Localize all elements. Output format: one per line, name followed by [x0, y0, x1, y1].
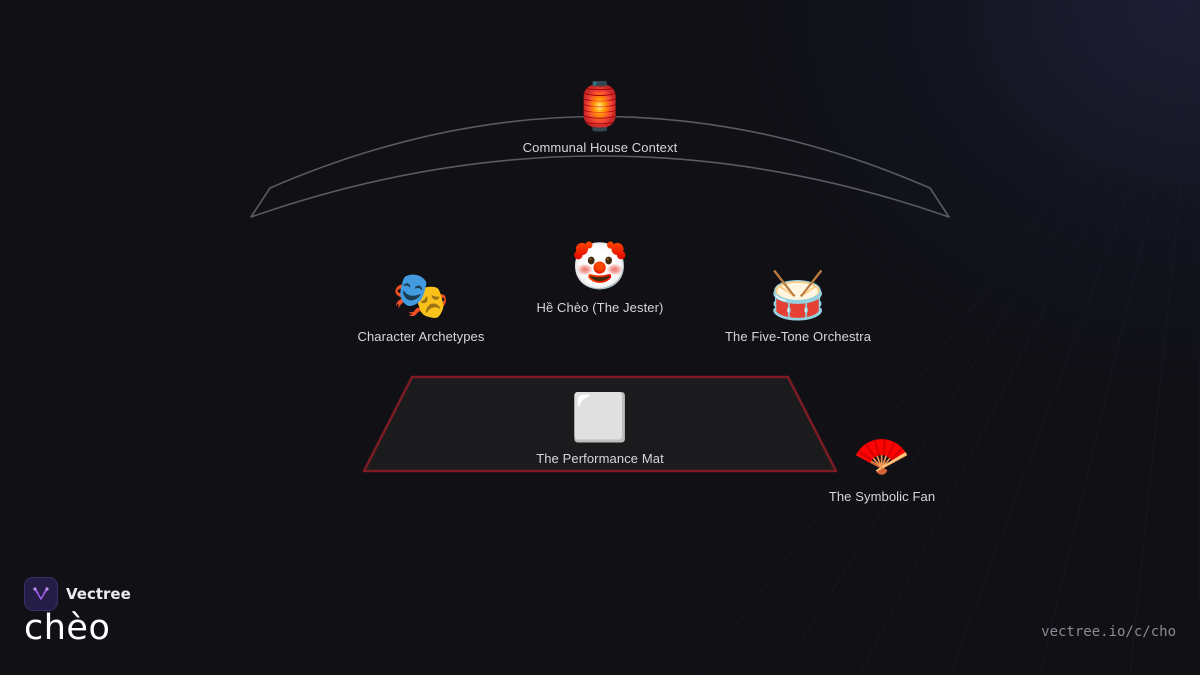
communal-house-roof [250, 115, 950, 218]
brand[interactable]: Vectree [24, 577, 131, 611]
node-symbolic-fan[interactable]: 🪭 The Symbolic Fan [772, 427, 992, 504]
node-label: The Performance Mat [536, 451, 664, 466]
node-jester[interactable]: 🤡 Hề Chèo (The Jester) [490, 238, 710, 315]
node-label: Communal House Context [522, 140, 678, 155]
node-communal-house[interactable]: 🏮 Communal House Context [490, 78, 710, 155]
source-url[interactable]: vectree.io/c/cho [1041, 624, 1176, 640]
node-performance-mat[interactable]: ⬜ The Performance Mat [490, 389, 710, 466]
node-label: The Symbolic Fan [828, 489, 936, 504]
vectree-logo-icon [24, 577, 58, 611]
node-five-tone-orchestra[interactable]: 🥁 The Five-Tone Orchestra [688, 267, 908, 344]
folding-fan-icon: 🪭 [853, 429, 911, 481]
theater-masks-icon: 🎭 [392, 269, 450, 321]
clown-icon: 🤡 [571, 240, 629, 292]
performance-mat-shape [362, 375, 838, 473]
white-square-icon: ⬜ [571, 391, 629, 443]
node-label: Character Archetypes [357, 329, 485, 344]
node-character-archetypes[interactable]: 🎭 Character Archetypes [311, 267, 531, 344]
page-title: chèo [24, 608, 111, 648]
node-label: The Five-Tone Orchestra [724, 329, 872, 344]
lantern-icon: 🏮 [571, 80, 629, 132]
drum-icon: 🥁 [769, 269, 827, 321]
node-label: Hề Chèo (The Jester) [536, 300, 664, 315]
brand-name: Vectree [66, 585, 131, 603]
